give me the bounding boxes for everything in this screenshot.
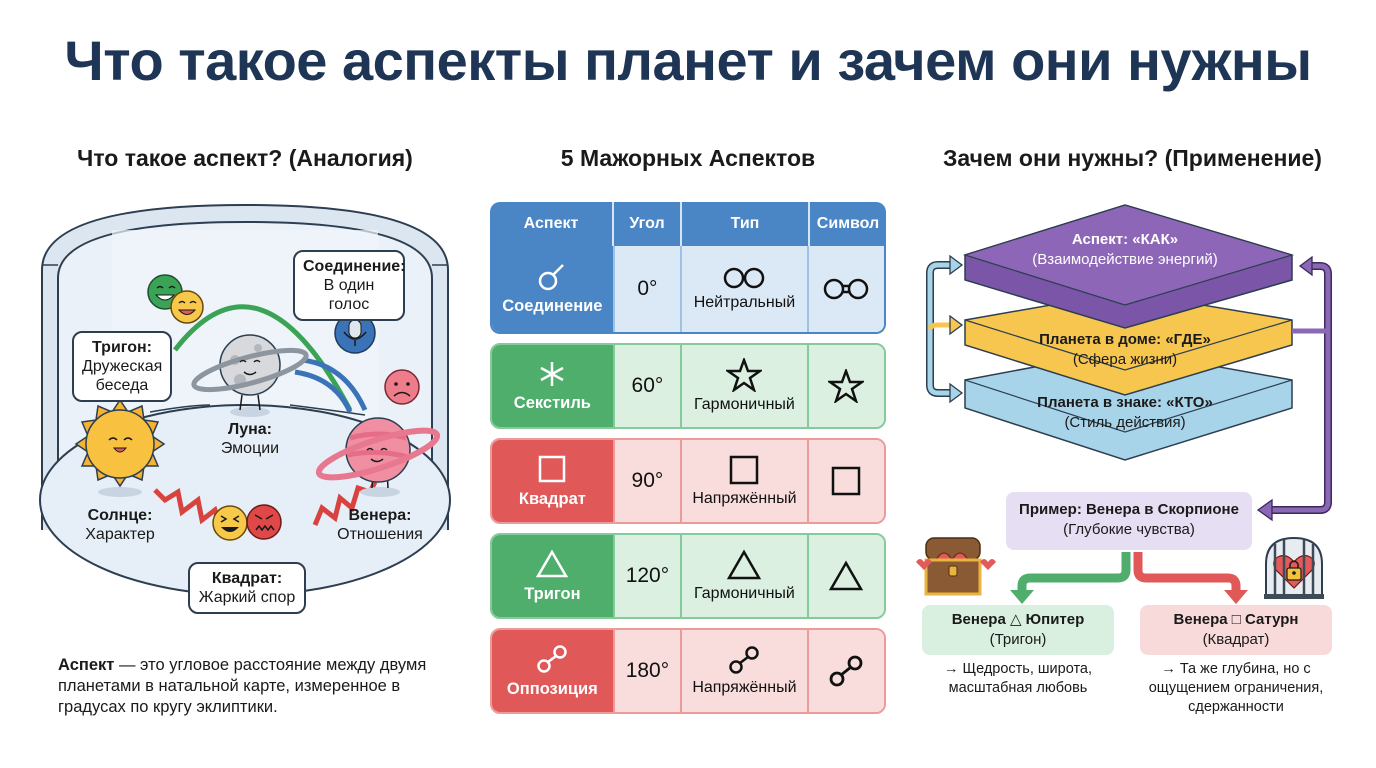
section-title-application: Зачем они нужны? (Применение)	[943, 145, 1322, 171]
opposition-symbol-icon	[829, 655, 863, 687]
square-aspect-icon	[539, 455, 566, 482]
angry-chat-icon	[246, 504, 282, 540]
laughing-chat-icon	[212, 505, 248, 541]
aspect-angle: 0°	[614, 246, 683, 332]
trine-bubble: Тригон: Дружеская беседа	[72, 331, 172, 402]
harmonious-type-icon	[727, 549, 762, 580]
outcome-square-box: Венера □ Сатурн (Квадрат)	[1140, 605, 1332, 655]
page-title: Что такое аспекты планет и зачем они нуж…	[64, 29, 1312, 92]
section-title-major-aspects: 5 Мажорных Аспектов	[560, 145, 816, 171]
header-type: Тип	[682, 202, 810, 246]
layer-aspect	[962, 204, 1295, 329]
table-row: Квадрат 90° Напряжённый	[490, 438, 886, 524]
right-flow-arrow	[1256, 255, 1332, 522]
aspect-definition: Аспект — это угловое расстояние между дв…	[58, 656, 427, 716]
conjunction-bubble: Соединение: В один голос	[293, 250, 406, 321]
trine-arc	[173, 304, 353, 412]
conjunction-symbol-icon	[824, 278, 869, 300]
neutral-type-icon	[724, 267, 765, 289]
aspect-name: Оппозиция	[506, 679, 598, 698]
left-feedback-arrows	[926, 254, 964, 404]
aspect-name: Соединение	[502, 296, 603, 315]
moon-planet-icon	[191, 334, 309, 417]
table-row: Тригон 120° Гармоничный	[490, 533, 886, 619]
star-symbol-icon	[828, 369, 865, 403]
aspect-name: Тригон	[524, 584, 581, 603]
branch-arrow-red	[1133, 552, 1241, 592]
trine-icon	[536, 549, 569, 577]
header-symbol: Символ	[816, 215, 880, 232]
aspect-angle: 60°	[614, 345, 683, 427]
moon-label: Луна: Эмоции	[220, 421, 280, 457]
header-angle: Угол	[614, 202, 682, 246]
aspect-angle: 90°	[614, 440, 683, 522]
section-title-analogy: Что такое аспект? (Аналогия)	[77, 145, 413, 171]
layer-house-text: Планета в доме: «ГДЕ» (Сфера жизни)	[1039, 331, 1211, 368]
outcome-trine-box: Венера △ Юпитер (Тригон)	[922, 605, 1114, 655]
table-header: Аспект Угол Тип Символ	[490, 202, 886, 246]
venus-label: Венера: Отношения	[337, 507, 423, 543]
outcome-trine-note: → Щедрость, широта, масштабная любовь	[943, 661, 1093, 696]
sun-label: Солнце: Характер	[85, 507, 155, 543]
venus-planet-icon	[315, 417, 441, 497]
triangle-symbol-icon	[829, 560, 864, 591]
aspect-type: Гармоничный	[694, 396, 795, 413]
layer-aspect-text: Аспект: «КАК» (Взаимодействие энергий)	[1032, 231, 1218, 268]
sextile-icon	[540, 361, 564, 386]
table-row: Секстиль 60° Гармоничный	[490, 343, 886, 429]
harmonious-type-icon	[726, 358, 763, 392]
aspects-table: Аспект Угол Тип Символ Соединение 0° Ней…	[490, 202, 886, 723]
aspect-angle: 180°	[614, 630, 683, 712]
table-row: Оппозиция 180° Напряжённый	[490, 628, 886, 714]
happy-chat-yellow-icon	[170, 290, 204, 324]
layer-house	[964, 291, 1293, 396]
tense-type-icon	[729, 646, 760, 674]
example-box: Пример: Венера в Скорпионе (Глубокие чув…	[1006, 492, 1252, 550]
aspect-type: Гармоничный	[694, 585, 795, 602]
treasure-chest-icon	[916, 537, 996, 596]
square-zigzag-left	[153, 487, 223, 526]
square-bubble: Квадрат: Жаркий спор	[188, 562, 306, 614]
application-diagram: Аспект: «КАК» (Взаимодействие энергий) П…	[910, 200, 1350, 740]
square-symbol-icon	[832, 466, 861, 496]
aspect-type: Напряжённый	[692, 679, 797, 696]
layer-sign-text: Планета в знаке: «КТО» (Стиль действия)	[1037, 394, 1213, 431]
aspect-name: Секстиль	[513, 393, 591, 412]
aspect-type: Нейтральный	[693, 294, 796, 311]
branch-arrow-green	[1017, 552, 1131, 592]
conjunction-icon	[539, 263, 565, 290]
header-aspect: Аспект	[490, 202, 614, 246]
caged-heart-icon	[1264, 536, 1324, 599]
sad-chat-icon	[384, 369, 420, 405]
sun-planet-icon	[74, 398, 166, 497]
aspect-name: Квадрат	[518, 489, 586, 508]
conjunction-lines	[301, 357, 368, 412]
tense-type-icon	[730, 455, 759, 485]
aspect-type: Напряжённый	[692, 490, 797, 507]
opposition-icon	[537, 644, 568, 673]
outcome-square-note: → Та же глубина, но с ощущением ограниче…	[1148, 661, 1324, 715]
analogy-illustration: Соединение: В один голос Тригон: Дружеск…	[30, 200, 460, 630]
aspect-angle: 120°	[614, 535, 683, 617]
table-row: Соединение 0° Нейтральный	[490, 246, 886, 334]
